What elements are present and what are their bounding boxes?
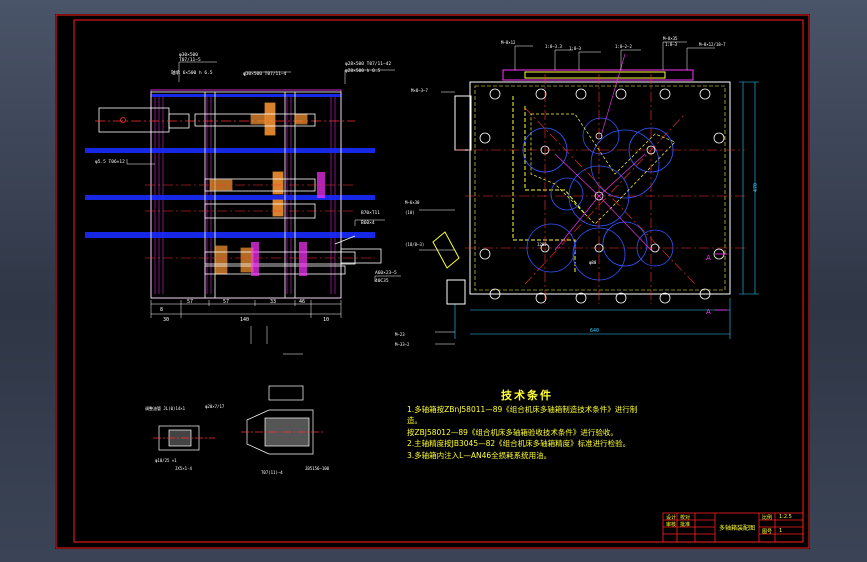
svg-text:1:8—2—2: 1:8—2—2: [615, 44, 632, 49]
dim-left-b: 140: [240, 317, 249, 323]
svg-text:1202: 1202: [537, 242, 547, 247]
technical-notes: 技术条件 1.多轴箱按ZBnJ58011—89《组合机床多轴箱制造技术条件》进行…: [407, 390, 707, 461]
tb-review-label: 审核: [666, 522, 677, 528]
svg-text:φ30×500: φ30×500: [179, 52, 198, 58]
svg-text:φ5.5 T06×12: φ5.5 T06×12: [95, 159, 125, 165]
svg-text:1:8—3: 1:8—3: [665, 42, 678, 47]
svg-text:B60×4: B60×4: [361, 220, 375, 226]
svg-text:1:8—3: 1:8—3: [569, 46, 582, 51]
svg-text:M—33—2: M—33—2: [395, 342, 410, 347]
dim-left-2: 57: [187, 299, 193, 305]
note-line-1: 1.多轴箱按ZBnJ58011—89《组合机床多轴箱制造技术条件》进行制: [407, 404, 638, 414]
svg-text:B70×T11: B70×T11: [361, 210, 380, 216]
tb-number-label: 图号: [762, 529, 773, 535]
svg-text:40C35: 40C35: [375, 278, 389, 284]
inner-frame: [73, 19, 804, 543]
svg-text:M—23: M—23: [395, 332, 405, 337]
note-line-5: 3.多轴箱内注入L—AN46全损耗系统用油。: [407, 450, 552, 460]
tb-scale-label: 比例: [762, 515, 773, 521]
svg-text:JX5×1-4: JX5×1-4: [175, 466, 192, 471]
title-block: [662, 512, 804, 543]
svg-text:M—8×35: M—8×35: [663, 36, 678, 41]
dim-front-height: 470: [753, 183, 759, 192]
svg-text:φ80: φ80: [589, 260, 597, 265]
svg-text:φ30×500 T07/11—4: φ30×500 T07/11—4: [243, 71, 287, 77]
svg-text:M×8—3—7: M×8—3—7: [411, 88, 428, 93]
tb-design-label: 设计: [666, 515, 677, 521]
svg-text:φ28×500 T07/11—42: φ28×500 T07/11—42: [345, 61, 391, 67]
note-line-4: 2.主轴精度按JB3045—82《组合机床多轴箱精度》标准进行检验。: [407, 439, 631, 448]
svg-text:φ20×7/17: φ20×7/17: [205, 404, 225, 409]
svg-text:φ28×500 h 0.5: φ28×500 h 0.5: [345, 68, 381, 74]
svg-text:1:8—3.3: 1:8—3.3: [545, 44, 562, 49]
outer-frame: [55, 14, 810, 549]
svg-text:M—6×30: M—6×30: [405, 200, 420, 205]
dim-front-width: 640: [590, 328, 599, 334]
tb-number-value: 1: [779, 528, 783, 534]
note-line-2: 造。: [407, 416, 422, 425]
svg-text:轴承 6×500 h 6.5: 轴承 6×500 h 6.5: [171, 69, 213, 76]
dim-left-a: 30: [163, 317, 169, 323]
tb-approve-label: 批准: [680, 522, 691, 528]
svg-text:φ10/25 ×1: φ10/25 ×1: [155, 458, 177, 463]
tb-drawing-name: 多轴箱装配图: [719, 525, 756, 532]
note-line-3: 按ZBJ58012—89《组合机床多轴箱验收技术条件》进行验收。: [407, 427, 618, 437]
detail-sections: 调整油管 JL(0)14×1 φ20×7/17 φ10/25 ×1 JX5×1-…: [145, 385, 330, 475]
dim-left-4: 33: [270, 299, 276, 305]
svg-text:(10): (10): [405, 210, 415, 215]
tb-scale-value: 1:2.5: [779, 514, 792, 520]
svg-text:M—8×12/18—7: M—8×12/18—7: [699, 42, 726, 47]
dim-left-5: 46: [299, 299, 305, 305]
dim-left-c: 10: [323, 317, 329, 323]
front-view: M—8×12 1:8—3.3 1:8—3 1:8—2—2 M—8×35 1:8—…: [395, 36, 759, 347]
tb-check-label: 校对: [680, 515, 691, 521]
svg-text:(18/8—3): (18/8—3): [405, 242, 424, 247]
section-mark-top: A: [706, 254, 711, 262]
svg-text:A60×23—5: A60×23—5: [375, 270, 397, 276]
svg-text:调整油管 JL(0)14×1: 调整油管 JL(0)14×1: [145, 405, 186, 411]
dim-left-3: 57: [223, 299, 229, 305]
svg-text:T07(11)—4: T07(11)—4: [261, 470, 283, 475]
dim-left-1: 8: [160, 307, 163, 313]
svg-text:M—8×12: M—8×12: [501, 40, 516, 45]
technical-notes-title: 技术条件: [501, 389, 553, 402]
svg-text:JB5156—100: JB5156—100: [305, 466, 330, 471]
section-mark-bottom: A: [706, 308, 711, 316]
svg-text:T07/11—5: T07/11—5: [179, 57, 201, 63]
